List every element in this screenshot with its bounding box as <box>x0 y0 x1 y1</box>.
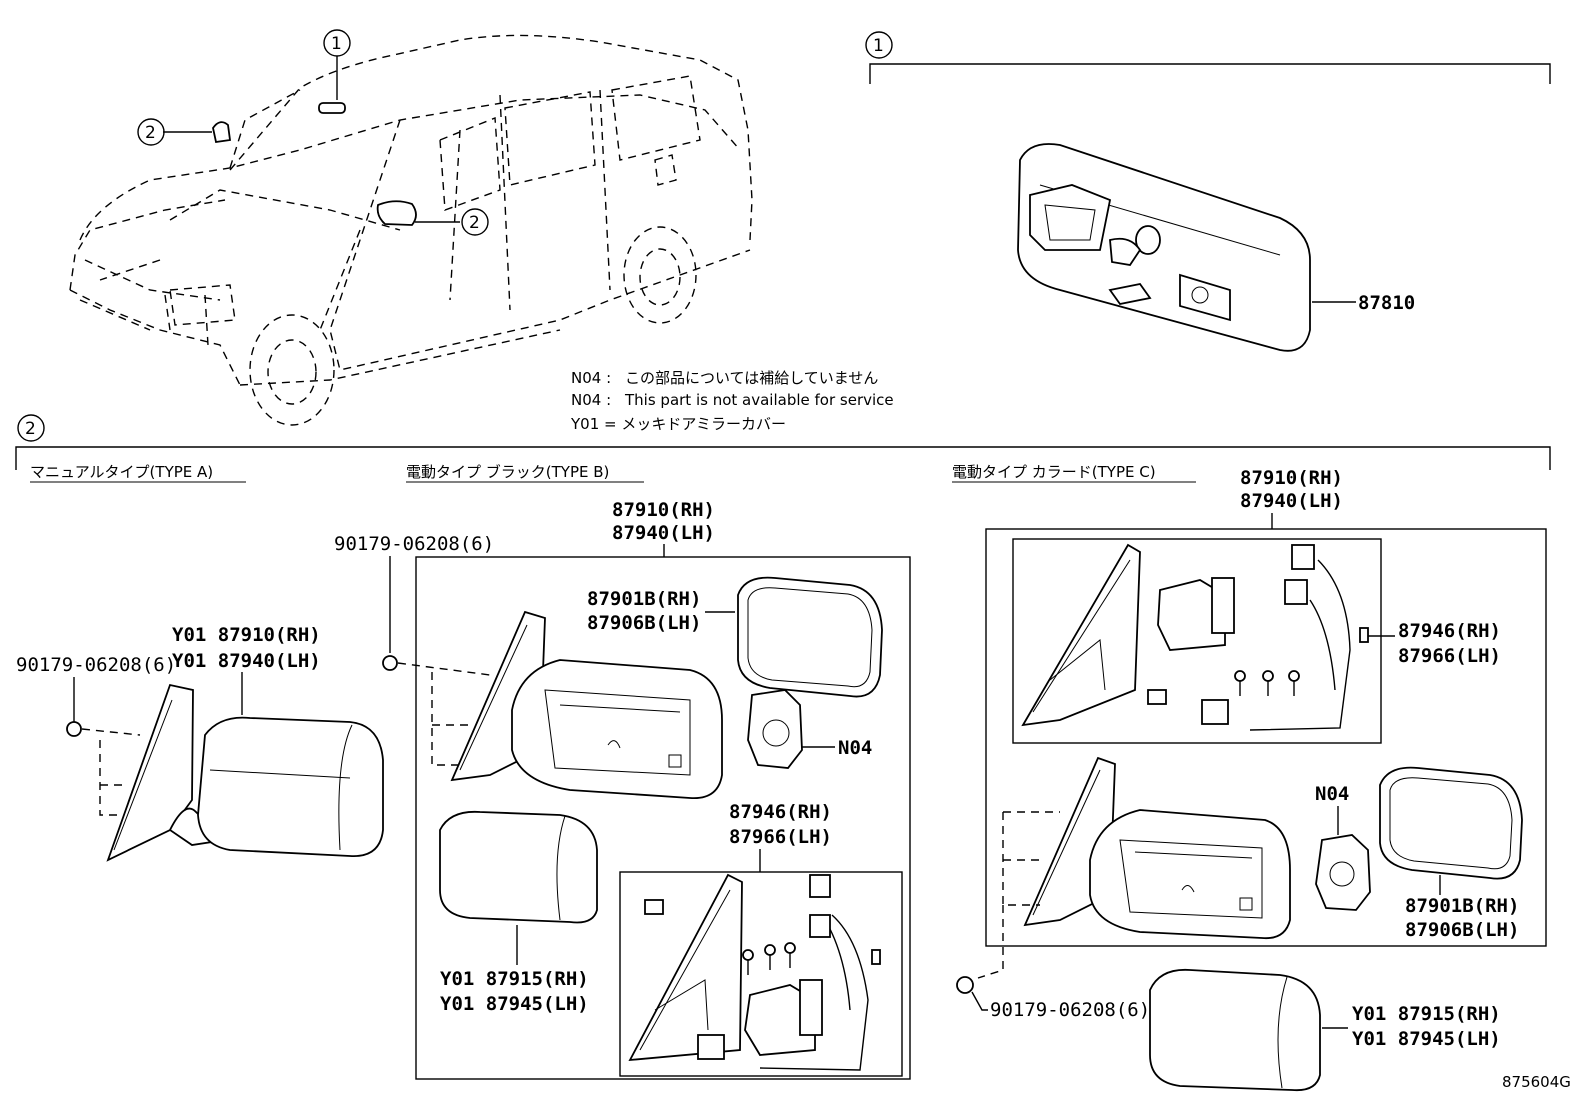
label-b-cover-lh: Y01 87945(LH) <box>440 993 589 1015</box>
label-inner-mirror: 87810 <box>1358 292 1415 314</box>
label-c-motor-lh: 87966(LH) <box>1398 645 1501 667</box>
section-1-inner-mirror: 1 87810 <box>865 31 1551 352</box>
label-b-assy-lh: 87940(LH) <box>612 522 715 544</box>
type-b-group: 90179-06208(6) 87910(RH) 87940(LH) 87901… <box>334 499 911 1080</box>
label-c-glass-rh: 87901B(RH) <box>1405 895 1519 917</box>
note-n04-text-jp: この部品については補給していません <box>625 369 878 387</box>
drawing-number: 875604G <box>1502 1073 1571 1091</box>
label-b-assy-rh: 87910(RH) <box>612 499 715 521</box>
callout-1-vehicle: 1 <box>331 34 342 54</box>
note-n04-code-en: N04 : <box>571 391 611 409</box>
note-n04-text-en: This part is not available for service <box>624 391 894 409</box>
label-b-glass-rh: 87901B(RH) <box>587 588 701 610</box>
label-c-glass-lh: 87906B(LH) <box>1405 919 1519 941</box>
label-a-rh: Y01 87910(RH) <box>172 624 321 646</box>
section-2-header: 2 マニュアルタイプ(TYPE A) 電動タイプ ブラック(TYPE B) 電動… <box>15 414 1551 483</box>
label-a-lh: Y01 87940(LH) <box>172 650 321 672</box>
label-b-clip: 90179-06208(6) <box>334 533 494 555</box>
section-type-b: 電動タイプ ブラック(TYPE B) <box>406 463 609 481</box>
callout-2-vehicle-left: 2 <box>145 123 156 143</box>
vehicle-illustration: 1 2 2 <box>69 29 753 426</box>
callout-2-section: 2 <box>25 419 36 439</box>
label-c-cover-rh: Y01 87915(RH) <box>1352 1003 1501 1025</box>
label-c-assy-rh: 87910(RH) <box>1240 467 1343 489</box>
label-a-clip: 90179-06208(6) <box>16 654 176 676</box>
callout-1-section: 1 <box>873 36 884 56</box>
label-c-n04: N04 <box>1315 783 1349 805</box>
type-c-group: 87910(RH) 87940(LH) 87946(RH) 87966(LH) <box>956 467 1547 1092</box>
label-b-n04: N04 <box>838 737 872 759</box>
callout-2-vehicle-right: 2 <box>469 213 480 233</box>
label-c-assy-lh: 87940(LH) <box>1240 490 1343 512</box>
note-n04-code-jp: N04 : <box>571 369 611 387</box>
label-c-clip: 90179-06208(6) <box>990 999 1150 1021</box>
label-b-motor-rh: 87946(RH) <box>729 801 832 823</box>
label-c-cover-lh: Y01 87945(LH) <box>1352 1028 1501 1050</box>
label-c-motor-rh: 87946(RH) <box>1398 620 1501 642</box>
section-type-c: 電動タイプ カラード(TYPE C) <box>952 463 1156 481</box>
notes-block: N04 : この部品については補給していません N04 : This part … <box>570 369 894 433</box>
section-type-a: マニュアルタイプ(TYPE A) <box>30 463 213 481</box>
type-a-group: 90179-06208(6) Y01 87910(RH) Y01 87940(L… <box>16 624 384 862</box>
note-y01: Y01 = メッキドアミラーカバー <box>570 415 786 433</box>
label-b-motor-lh: 87966(LH) <box>729 826 832 848</box>
label-b-cover-rh: Y01 87915(RH) <box>440 968 589 990</box>
label-b-glass-lh: 87906B(LH) <box>587 612 701 634</box>
